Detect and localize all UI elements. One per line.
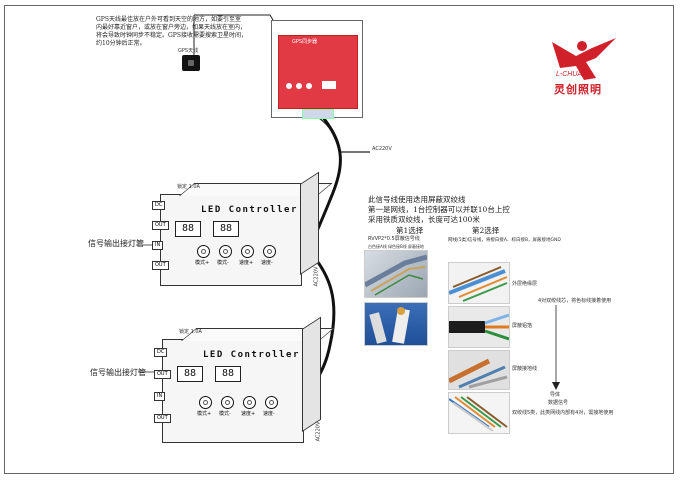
gps-note-line-4: 约10分钟后正常。	[96, 40, 146, 47]
controller-1-display-left: 88	[175, 221, 201, 237]
conductor-label: 数据信号	[548, 400, 569, 406]
choice-1-label: 第1选择	[396, 226, 424, 235]
shield-foil-caption: 屏蔽铝箔	[512, 323, 533, 329]
gps-note: GPS天线最佳放在户外可看到天空的地方，如要引至室 内最好靠近窗户，或放在窗户旁…	[96, 16, 247, 48]
network-caption: 网线(5类)信号线，将橙白接A、棕白接B，屏蔽接地GND	[448, 238, 561, 243]
controller-2-display-right: 88	[215, 366, 241, 382]
gps-display-icon	[322, 81, 336, 89]
controller-1-mode-minus-button[interactable]	[219, 245, 232, 258]
rvvp-detail-caption: 白色接A线 绿色接B线 屏蔽接地	[368, 244, 425, 249]
controller-2-btn-label-4: 速度-	[263, 411, 275, 417]
controller-1-display-right: 88	[213, 221, 239, 237]
rvvp-caption: RVVP2*0.5屏蔽信号线	[368, 236, 420, 242]
ac-power-cable	[315, 115, 370, 153]
twisted-pairs-caption: 4对双绞线芯，将色标线接着使用	[538, 298, 612, 304]
brand-figure-icon	[552, 38, 616, 80]
signal-note-line-3: 采用铁质双绞线，长度可达100米	[368, 215, 480, 224]
controller-1-btn-label-1: 模式+	[195, 260, 210, 266]
controller-1-side	[300, 171, 319, 275]
ac-label: AC220V	[372, 146, 392, 152]
controller-1-side-label: AC220V	[313, 266, 320, 287]
controller-2-tab-2: OUT	[154, 370, 171, 379]
controller-1-tab-2: OUT	[152, 221, 169, 230]
led-controller-2: 锁定 1.0A LED Controller 88 88 模式+ 模式- 速度+…	[154, 316, 335, 443]
controller-1-btn-label-3: 速度+	[239, 260, 254, 266]
signal-note-line-2: 第一是网线，1台控制器可以并联10台上控	[368, 205, 510, 214]
gps-connector-icon	[302, 109, 334, 119]
controller-1-speed-minus-button[interactable]	[263, 245, 276, 258]
controller-2-title: LED Controller	[203, 350, 300, 360]
choice-2-label: 第2选择	[472, 226, 500, 235]
controller-2-tab-1: DC	[154, 348, 168, 357]
gps-box-label: GPS同步器	[292, 39, 318, 45]
controller-1-btn-label-2: 模式-	[217, 260, 229, 266]
rvvp-cable-photo	[364, 250, 428, 298]
conductor-arrow	[552, 382, 560, 390]
conductor-caption: 导体	[550, 392, 561, 398]
gps-note-line-1: GPS天线最佳放在户外可看到天空的地方，如要引至室	[96, 16, 241, 23]
controller-2-tab-4: OUT	[154, 414, 171, 423]
gps-antenna-icon	[182, 55, 200, 71]
controller-2-tag: 锁定 1.0A	[179, 329, 202, 335]
gps-box-panel	[278, 35, 358, 109]
controller-1-tag: 锁定 1.0A	[177, 184, 200, 190]
network-cable-photo-2	[448, 306, 510, 348]
gps-button-3-icon	[306, 83, 312, 89]
gps-note-line-2: 内最好靠近窗户，或放在窗户旁边，如果天线放在室内，	[96, 24, 247, 31]
signal-out-label-1: 信号输出接灯管	[88, 239, 144, 248]
controller-2-side	[302, 316, 321, 432]
controller-2-btn-label-1: 模式+	[197, 411, 212, 417]
controller-2-mode-plus-button[interactable]	[199, 396, 212, 409]
controller-2-display-left: 88	[177, 366, 203, 382]
controller-1-btn-label-4: 速度-	[261, 260, 273, 266]
gps-button-2-icon	[296, 83, 302, 89]
controller-1-tab-4: OUT	[152, 261, 169, 270]
network-cable-photo-4	[448, 392, 510, 434]
signal-out-label-2: 信号输出接灯管	[90, 368, 146, 377]
controller-2-btn-label-2: 模式-	[219, 411, 231, 417]
signal-note-line-1: 此信号线使用迭用屏蔽双绞线	[368, 195, 466, 204]
led-controller-1: 锁定 1.0A LED Controller 88 88 模式+ 模式- 速度+…	[152, 171, 333, 286]
gps-note-line-3: 将会导致时钟同步不稳定。GPS接收需要搜索卫星时间，	[96, 32, 247, 39]
controller-1-mode-plus-button[interactable]	[197, 245, 210, 258]
controller-1-speed-plus-button[interactable]	[241, 245, 254, 258]
controller-2-mode-minus-button[interactable]	[221, 396, 234, 409]
controller-2-speed-minus-button[interactable]	[265, 396, 278, 409]
controller-2-speed-plus-button[interactable]	[243, 396, 256, 409]
network-cable-photo-1	[448, 262, 510, 304]
controller-1-tab-3: IN	[152, 241, 164, 250]
ground-wire-caption: 屏蔽接地线	[512, 366, 538, 372]
outer-insulation-caption: 外层绝缘层	[512, 281, 538, 287]
brand-logo: L-CHUANG 灵创照明	[546, 38, 626, 100]
controller-1-title: LED Controller	[201, 205, 298, 215]
controller-2-side-label: AC220V	[315, 421, 322, 442]
gps-button-1-icon	[286, 83, 292, 89]
page-border	[4, 5, 674, 474]
signal-cable-note: 此信号线使用迭用屏蔽双绞线 第一是网线，1台控制器可以并联10台上控 采用铁质双…	[368, 195, 510, 225]
controller-2-tab-3: IN	[154, 392, 166, 401]
antenna-label: GPS天线	[178, 48, 199, 54]
brand-name-en: L-CHUANG	[556, 71, 593, 78]
bottom-note: 双绞线5类，此类网线内部有4对，需接地使用	[512, 410, 614, 416]
controller-2-btn-label-3: 速度+	[241, 411, 256, 417]
brand-name-cn: 灵创照明	[554, 83, 602, 96]
gps-sync-box: GPS同步器	[271, 20, 363, 119]
controller-1-tab-1: DC	[152, 201, 166, 210]
shielded-cable-photo	[364, 302, 428, 346]
network-cable-photo-3	[448, 350, 510, 390]
